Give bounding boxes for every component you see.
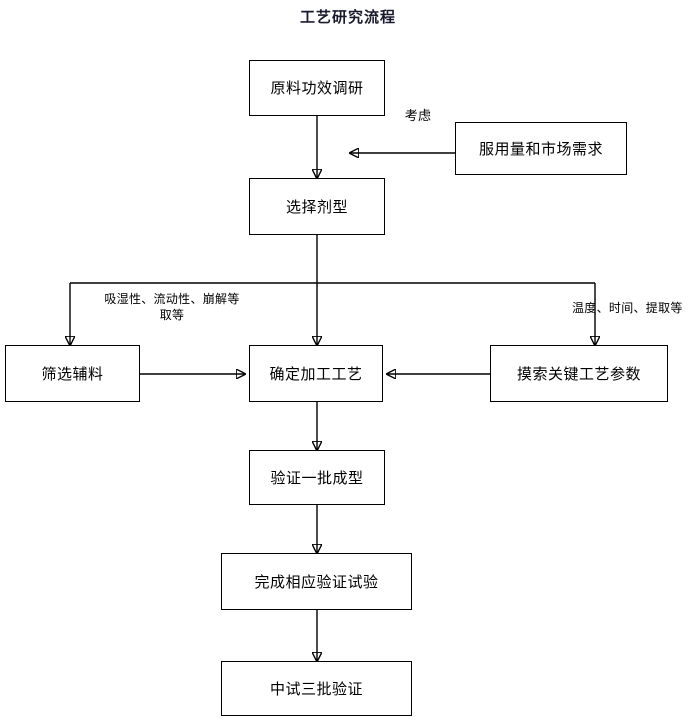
edge-label-process-conditions: 温度、时间、提取等 <box>572 301 683 315</box>
node-screen-excipients[interactable]: 筛选辅料 <box>5 345 140 402</box>
edge-label-excipient-properties: 吸湿性、流动性、崩解等 取等 <box>104 292 240 323</box>
node-dosage-and-market-demand[interactable]: 服用量和市场需求 <box>455 122 627 175</box>
node-pilot-three-batch-validation[interactable]: 中试三批验证 <box>221 661 412 716</box>
node-complete-validation-tests[interactable]: 完成相应验证试验 <box>221 553 412 610</box>
node-select-dosage-form[interactable]: 选择剂型 <box>249 178 385 235</box>
node-raw-material-efficacy-research[interactable]: 原料功效调研 <box>249 60 385 116</box>
node-verify-one-batch-forming[interactable]: 验证一批成型 <box>249 450 385 505</box>
node-determine-process[interactable]: 确定加工工艺 <box>249 345 383 402</box>
node-explore-key-parameters[interactable]: 摸索关键工艺参数 <box>490 345 668 402</box>
page-title: 工艺研究流程 <box>299 8 396 26</box>
edge-label-consider: 考虑 <box>404 109 432 124</box>
